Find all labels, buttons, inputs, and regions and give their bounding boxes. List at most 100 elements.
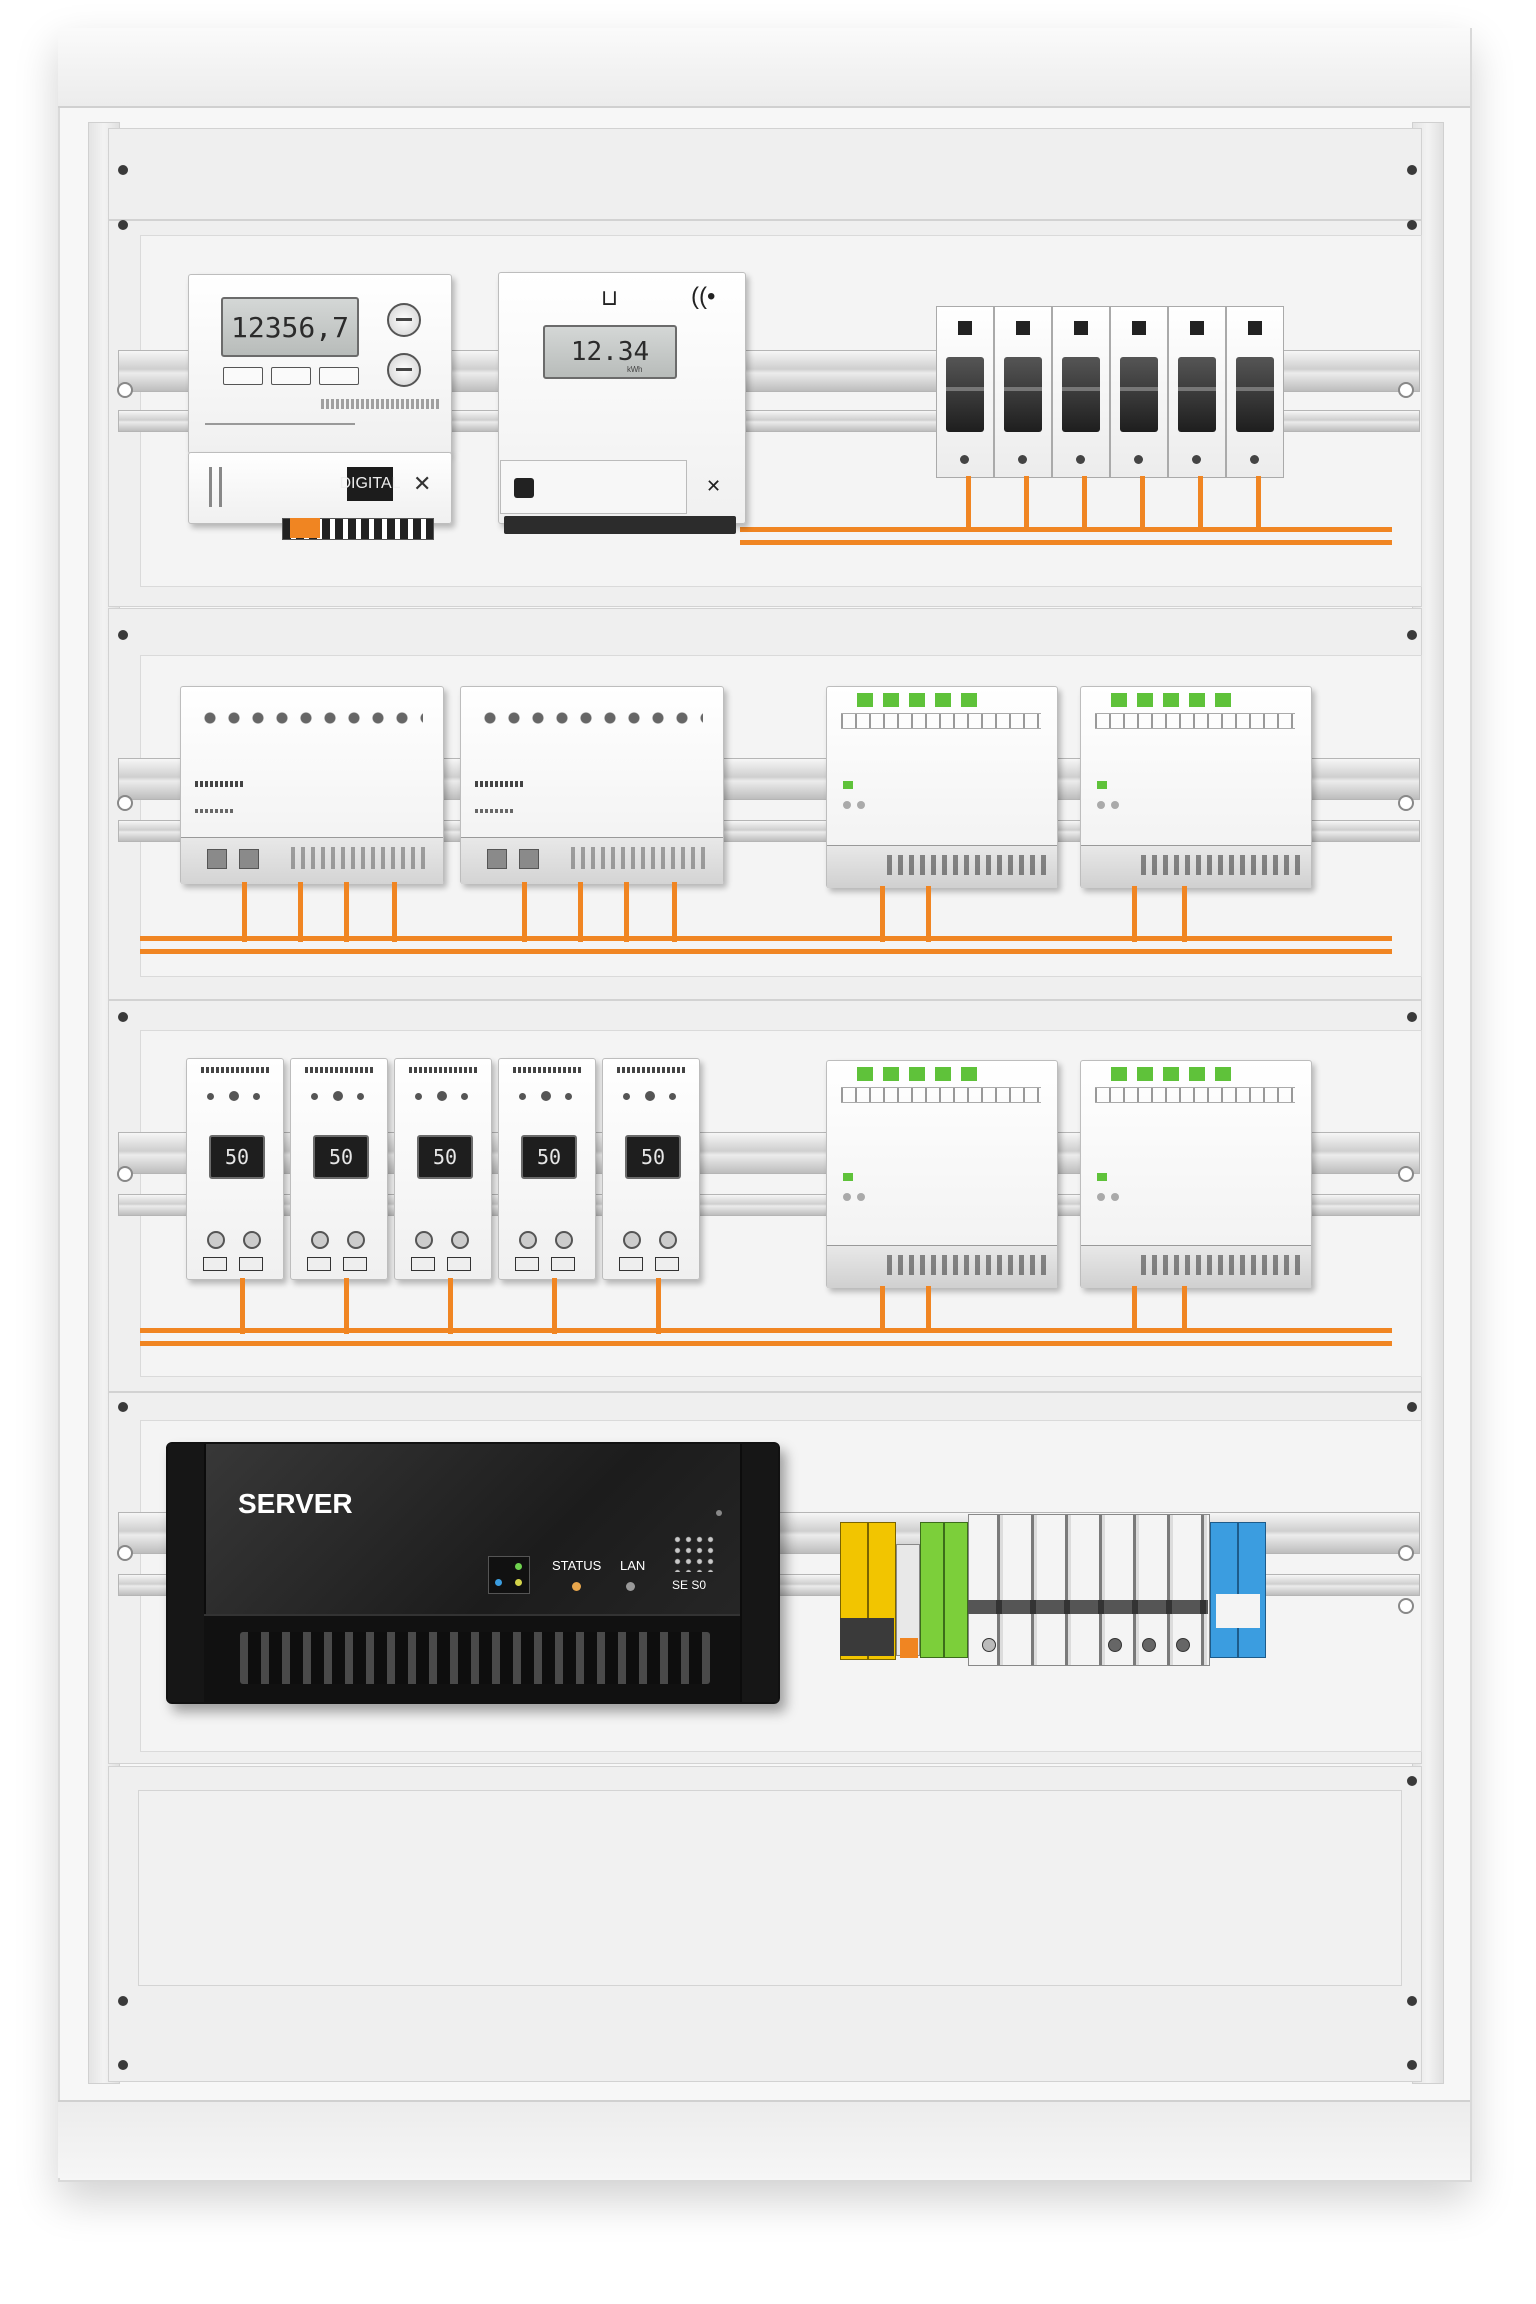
orange-wire [392, 882, 397, 942]
terminal-block [282, 518, 434, 540]
status-led [1215, 1067, 1231, 1081]
terminal-block-group [840, 1514, 1340, 1674]
status-led [515, 1563, 522, 1570]
channel-button[interactable] [207, 849, 227, 869]
indicator-dot [623, 1093, 630, 1100]
circuit-breaker[interactable] [936, 306, 994, 478]
rail-hole-icon [117, 1545, 133, 1561]
x-mark-icon: ✕ [706, 476, 722, 496]
wifi-icon: ((• [691, 283, 716, 310]
fine-print [475, 781, 523, 787]
knob-icon[interactable] [347, 1231, 365, 1249]
meter-button[interactable] [271, 367, 311, 385]
indicator-dot [843, 801, 851, 809]
orange-wire [522, 882, 527, 942]
orange-wire [1132, 886, 1137, 942]
indicator-dot [1111, 1193, 1119, 1201]
circuit-breaker[interactable] [994, 306, 1052, 478]
knob-icon[interactable] [415, 1231, 433, 1249]
port-matrix [672, 1534, 716, 1572]
blank-cover-plate [138, 1790, 1402, 1986]
terminal-icon [307, 1257, 331, 1271]
indicator-dot [415, 1093, 422, 1100]
power-led [1097, 781, 1107, 789]
screw-icon [118, 165, 128, 175]
divider [205, 423, 355, 425]
unit-label: kWh [627, 365, 643, 374]
status-led [515, 1579, 522, 1586]
orange-wire [1256, 476, 1261, 530]
fine-print [475, 809, 515, 813]
terminal-icon [447, 1257, 471, 1271]
orange-wire [140, 1341, 1392, 1346]
io-controller-4 [1080, 1060, 1312, 1288]
orange-wire [624, 882, 629, 942]
fine-print [201, 1067, 269, 1073]
knob-icon[interactable] [311, 1231, 329, 1249]
meter-button[interactable] [319, 367, 359, 385]
meter-button[interactable] [223, 367, 263, 385]
indicator-dot [207, 1093, 214, 1100]
channel-button[interactable] [519, 849, 539, 869]
status-led [961, 693, 977, 707]
cabinet-bottom-cap [58, 2100, 1470, 2178]
meter-symbol-icon: ⊔ [601, 285, 619, 310]
orange-wire [298, 882, 303, 942]
channel-button[interactable] [487, 849, 507, 869]
knob-icon[interactable] [207, 1231, 225, 1249]
orange-wire [926, 1286, 931, 1330]
indicator-dot [437, 1091, 447, 1101]
indicator-dot [357, 1093, 364, 1100]
knob-icon[interactable] [555, 1231, 573, 1249]
lan-led [626, 1582, 635, 1591]
screw-icon [118, 1402, 128, 1412]
circuit-breaker[interactable] [1168, 306, 1226, 478]
fine-print [195, 809, 235, 813]
knob-icon[interactable] [451, 1231, 469, 1249]
screw-icon [1407, 220, 1417, 230]
terminal-row [841, 1087, 1041, 1103]
slot-icon [209, 467, 212, 507]
adjust-knob-icon[interactable] [387, 353, 421, 387]
circuit-breaker[interactable] [1226, 306, 1284, 478]
terminal-row [841, 713, 1041, 729]
indicator-dot [1097, 801, 1105, 809]
rail-hole-icon [117, 795, 133, 811]
terminal-icon [203, 1257, 227, 1271]
terminal-icon [655, 1257, 679, 1271]
cabinet-top-cap [58, 28, 1470, 108]
rail-hole-icon [1398, 1166, 1414, 1182]
rail-hole-icon [1398, 795, 1414, 811]
server-code: SE S0 [672, 1578, 707, 1592]
status-led [1111, 693, 1127, 707]
room-controller-3: 50 [394, 1058, 492, 1280]
terminal-green [944, 1522, 968, 1658]
indicator-dot [1097, 1193, 1105, 1201]
indicator-dot [253, 1093, 260, 1100]
status-led [883, 693, 899, 707]
indicator-dot [461, 1093, 468, 1100]
power-led [716, 1510, 722, 1516]
knob-icon[interactable] [519, 1231, 537, 1249]
meter-display: 12.34 [543, 325, 677, 379]
terminal-strip [291, 847, 431, 869]
fine-print [409, 1067, 477, 1073]
power-led [1097, 1173, 1107, 1181]
indicator-dot [541, 1091, 551, 1101]
terminal-icon [551, 1257, 575, 1271]
orange-wire [140, 949, 1392, 954]
meter-button[interactable] [514, 478, 534, 498]
orange-wire [242, 882, 247, 942]
orange-wire [672, 882, 677, 942]
orange-wire [880, 886, 885, 942]
knob-icon[interactable] [659, 1231, 677, 1249]
channel-button[interactable] [239, 849, 259, 869]
circuit-breaker[interactable] [1052, 306, 1110, 478]
circuit-breaker[interactable] [1110, 306, 1168, 478]
knob-icon[interactable] [623, 1231, 641, 1249]
terminal-gray [896, 1544, 920, 1656]
indicator-dot [645, 1091, 655, 1101]
adjust-knob-icon[interactable] [387, 303, 421, 337]
knob-icon[interactable] [243, 1231, 261, 1249]
status-led [857, 1067, 873, 1081]
